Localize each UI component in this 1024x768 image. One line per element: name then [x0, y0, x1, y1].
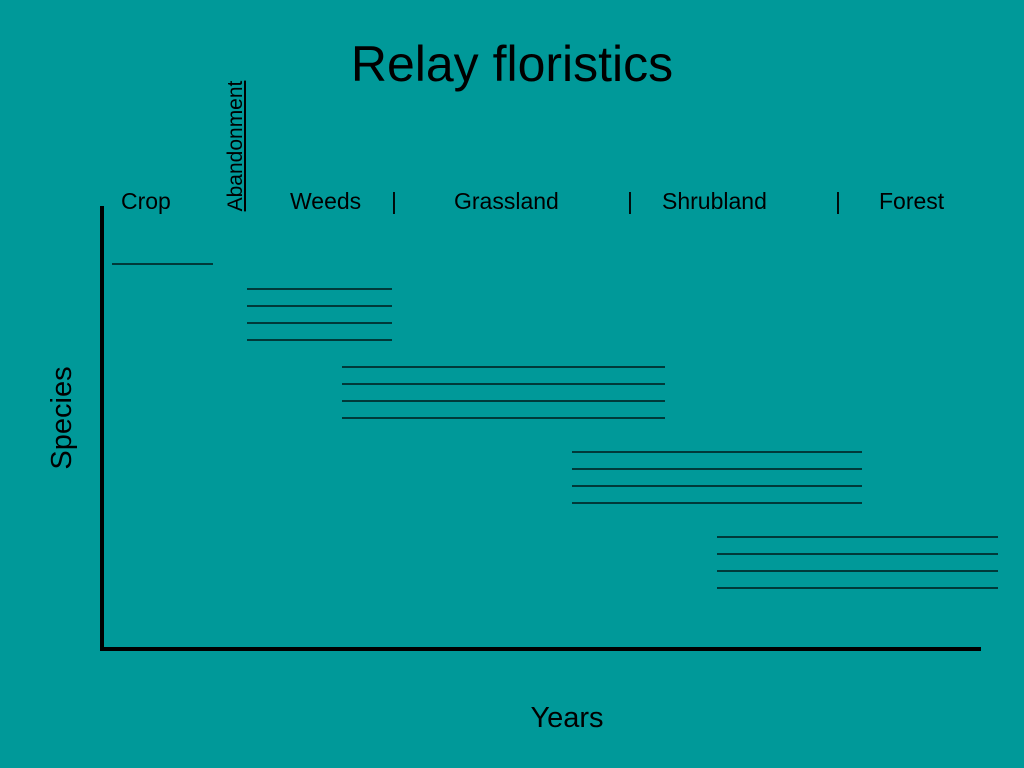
stage-label-grassland: Grassland [454, 188, 559, 214]
stage-separator: | [835, 188, 841, 214]
stage-separator: | [627, 188, 633, 214]
stage-label-forest: Forest [879, 188, 945, 214]
stage-label-weeds: Weeds [290, 188, 362, 214]
stage-separator: | [391, 188, 397, 214]
slide-title: Relay floristics [350, 36, 674, 92]
x-axis-label: Years [530, 702, 604, 734]
stage-label-shrubland: Shrubland [662, 188, 767, 214]
species-lines [112, 263, 998, 589]
stage-label-crop: Crop [121, 188, 171, 214]
